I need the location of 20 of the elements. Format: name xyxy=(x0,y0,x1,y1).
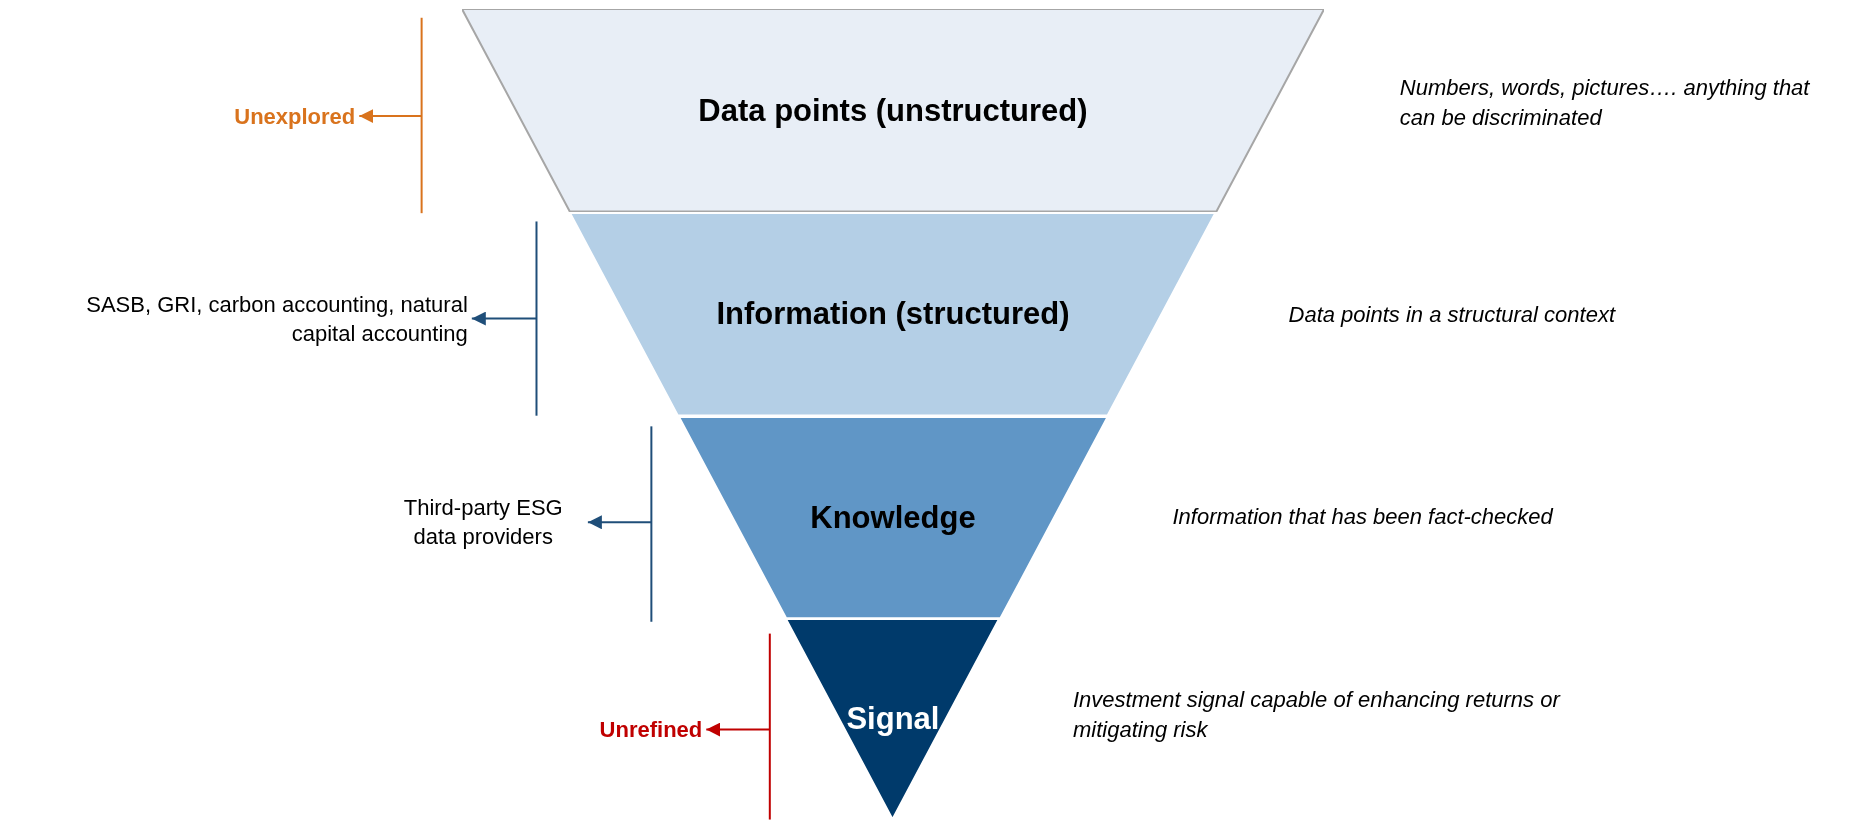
band-title: Signal xyxy=(846,701,940,738)
pyramid-band xyxy=(678,416,1108,619)
arrow xyxy=(705,722,771,737)
description-text: Investment signal capable of enhancing returns or mitigating risk xyxy=(1073,685,1562,744)
description-text: Information that has been fact-checked xyxy=(1172,503,1555,532)
band-title: Information (structured) xyxy=(716,296,1070,333)
category-label: Unexplored xyxy=(234,101,356,131)
annotation-text: Third-party ESG data providers xyxy=(382,493,584,552)
annotation-text: SASB, GRI, carbon accounting, natural capital accounting xyxy=(41,289,468,348)
description-text: Numbers, words, pictures…. anything that can be discriminated xyxy=(1399,74,1811,133)
category-label: Unrefined xyxy=(599,715,703,745)
pyramid-band xyxy=(461,9,1325,212)
arrow xyxy=(358,109,423,124)
band-title: Data points (unstructured) xyxy=(698,92,1088,129)
pyramid-tip xyxy=(786,619,1000,820)
arrow xyxy=(470,311,538,326)
description-text: Data points in a structural context xyxy=(1288,300,1617,329)
pyramid-band xyxy=(570,213,1216,416)
band-title: Knowledge xyxy=(810,499,976,536)
arrow xyxy=(586,515,653,530)
